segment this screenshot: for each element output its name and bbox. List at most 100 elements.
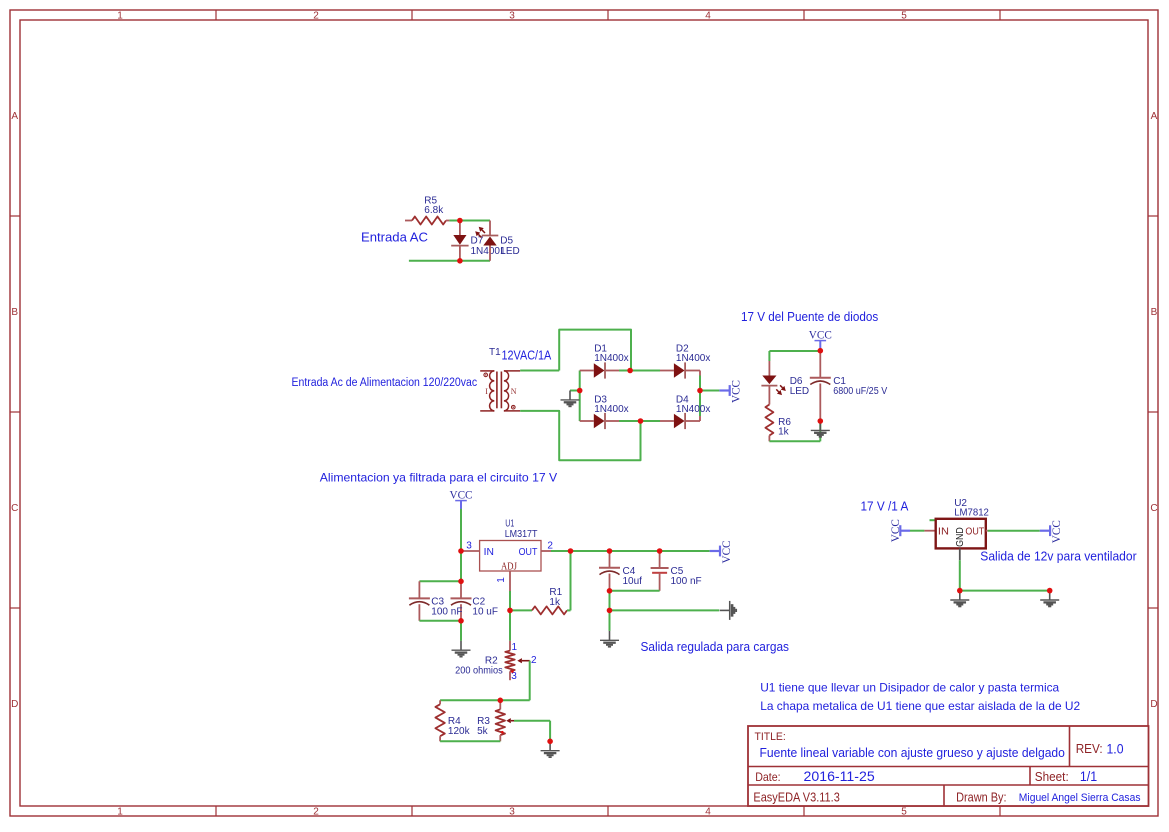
svg-text:1: 1 <box>512 642 518 653</box>
svg-text:B: B <box>11 307 18 318</box>
svg-text:D2: D2 <box>676 343 689 354</box>
svg-text:LED: LED <box>790 386 809 397</box>
svg-text:Sheet:: Sheet: <box>1035 770 1069 784</box>
svg-text:1: 1 <box>117 807 123 818</box>
svg-text:Entrada Ac de Alimentacion 120: Entrada Ac de Alimentacion 120/220vac <box>292 377 478 389</box>
svg-text:1N400x: 1N400x <box>594 353 628 364</box>
svg-text:120k: 120k <box>448 726 471 737</box>
svg-text:1.0: 1.0 <box>1107 742 1124 757</box>
svg-text:1/1: 1/1 <box>1080 769 1097 784</box>
svg-text:10uf: 10uf <box>623 576 643 587</box>
svg-text:100 nF: 100 nF <box>431 606 462 617</box>
svg-text:N: N <box>511 387 517 396</box>
svg-text:2: 2 <box>547 541 553 552</box>
svg-text:C1: C1 <box>833 376 846 387</box>
svg-text:OUT: OUT <box>965 527 984 538</box>
svg-text:GND: GND <box>955 527 966 547</box>
svg-text:Entrada AC: Entrada AC <box>361 229 428 244</box>
svg-text:D: D <box>11 699 18 710</box>
svg-text:R4: R4 <box>448 716 461 727</box>
svg-text:U1 tiene que llevar un Disipad: U1 tiene que llevar un Disipador de calo… <box>760 681 1059 695</box>
svg-text:B: B <box>1151 307 1158 318</box>
svg-text:1k: 1k <box>549 597 561 608</box>
svg-text:2: 2 <box>313 807 319 818</box>
svg-text:2016-11-25: 2016-11-25 <box>804 768 875 784</box>
svg-text:200 ohmios: 200 ohmios <box>455 665 503 676</box>
svg-text:LM317T: LM317T <box>505 529 538 540</box>
svg-text:R1: R1 <box>549 587 562 598</box>
svg-text:OUT: OUT <box>519 547 538 558</box>
svg-text:R3: R3 <box>477 716 490 727</box>
svg-text:LED: LED <box>500 246 519 257</box>
svg-text:4: 4 <box>705 11 711 22</box>
svg-text:D1: D1 <box>594 343 607 354</box>
svg-text:Date:: Date: <box>755 770 780 784</box>
svg-text:I: I <box>485 387 488 396</box>
svg-text:5k: 5k <box>477 726 489 737</box>
svg-text:5: 5 <box>901 11 907 22</box>
svg-text:C2: C2 <box>472 597 485 608</box>
svg-text:C3: C3 <box>431 597 444 608</box>
svg-text:A: A <box>11 111 18 122</box>
svg-text:T1: T1 <box>489 347 501 358</box>
svg-text:1: 1 <box>117 11 123 22</box>
svg-text:LM7812: LM7812 <box>954 507 989 518</box>
svg-text:D3: D3 <box>594 394 607 405</box>
svg-text:1k: 1k <box>778 427 790 438</box>
svg-text:C: C <box>1150 503 1157 514</box>
svg-text:17 V /1 A: 17 V /1 A <box>861 500 909 514</box>
svg-text:10 uF: 10 uF <box>472 606 498 617</box>
svg-text:3: 3 <box>509 807 515 818</box>
svg-text:2: 2 <box>313 11 319 22</box>
svg-text:VCC: VCC <box>888 519 902 542</box>
svg-text:1N4001: 1N4001 <box>471 246 506 257</box>
svg-text:6800 uF/25 V: 6800 uF/25 V <box>833 386 887 397</box>
svg-text:C: C <box>11 503 18 514</box>
svg-text:VCC: VCC <box>1049 520 1063 543</box>
svg-text:VCC: VCC <box>719 541 733 564</box>
svg-text:VCC: VCC <box>809 328 832 342</box>
svg-text:C4: C4 <box>623 566 636 577</box>
svg-text:U1: U1 <box>505 519 514 530</box>
svg-text:3: 3 <box>509 11 515 22</box>
svg-text:1N400x: 1N400x <box>676 404 710 415</box>
svg-text:5: 5 <box>901 807 907 818</box>
svg-text:ADJ: ADJ <box>501 562 517 573</box>
svg-text:VCC: VCC <box>729 380 743 403</box>
svg-text:R2: R2 <box>485 656 498 667</box>
svg-text:1N400x: 1N400x <box>676 353 710 364</box>
svg-text:100 nF: 100 nF <box>671 576 702 587</box>
svg-text:R6: R6 <box>778 417 791 428</box>
svg-text:VCC: VCC <box>450 488 473 502</box>
svg-text:Alimentacion ya filtrada para: Alimentacion ya filtrada para el circuit… <box>320 470 557 484</box>
svg-text:C5: C5 <box>671 566 684 577</box>
svg-text:TITLE:: TITLE: <box>755 731 786 743</box>
svg-text:1: 1 <box>496 577 507 583</box>
svg-text:Salida de 12v para ventilador: Salida de 12v para ventilador <box>980 550 1136 564</box>
svg-text:2: 2 <box>531 655 537 666</box>
svg-text:3: 3 <box>511 671 517 682</box>
svg-text:U2: U2 <box>954 498 967 509</box>
svg-text:REV:: REV: <box>1076 742 1103 756</box>
svg-text:Salida regulada para cargas: Salida regulada para cargas <box>641 640 790 654</box>
svg-text:EasyEDA V3.11.3: EasyEDA V3.11.3 <box>753 790 839 804</box>
svg-text:IN: IN <box>484 547 494 558</box>
svg-text:3: 3 <box>466 541 472 552</box>
svg-text:D: D <box>1150 699 1157 710</box>
svg-text:D6: D6 <box>790 376 803 387</box>
svg-text:17 V del Puente de diodos: 17 V del Puente de diodos <box>741 310 878 324</box>
svg-text:R5: R5 <box>424 196 437 207</box>
svg-text:IN: IN <box>938 527 949 538</box>
svg-text:4: 4 <box>705 807 711 818</box>
svg-text:D4: D4 <box>676 394 689 405</box>
svg-text:A: A <box>1151 111 1158 122</box>
svg-text:6.8k: 6.8k <box>424 205 444 216</box>
svg-text:Fuente lineal variable con aju: Fuente lineal variable con ajuste grueso… <box>760 745 1065 760</box>
svg-text:Miguel Angel Sierra Casas: Miguel Angel Sierra Casas <box>1019 792 1141 804</box>
svg-text:La chapa metalica de U1 tiene: La chapa metalica de U1 tiene que estar … <box>760 699 1080 713</box>
svg-text:12VAC/1A: 12VAC/1A <box>502 349 552 363</box>
svg-text:Drawn By:: Drawn By: <box>956 790 1006 804</box>
svg-text:D7: D7 <box>471 235 484 246</box>
svg-text:1N400x: 1N400x <box>594 404 628 415</box>
svg-text:D5: D5 <box>500 235 513 246</box>
